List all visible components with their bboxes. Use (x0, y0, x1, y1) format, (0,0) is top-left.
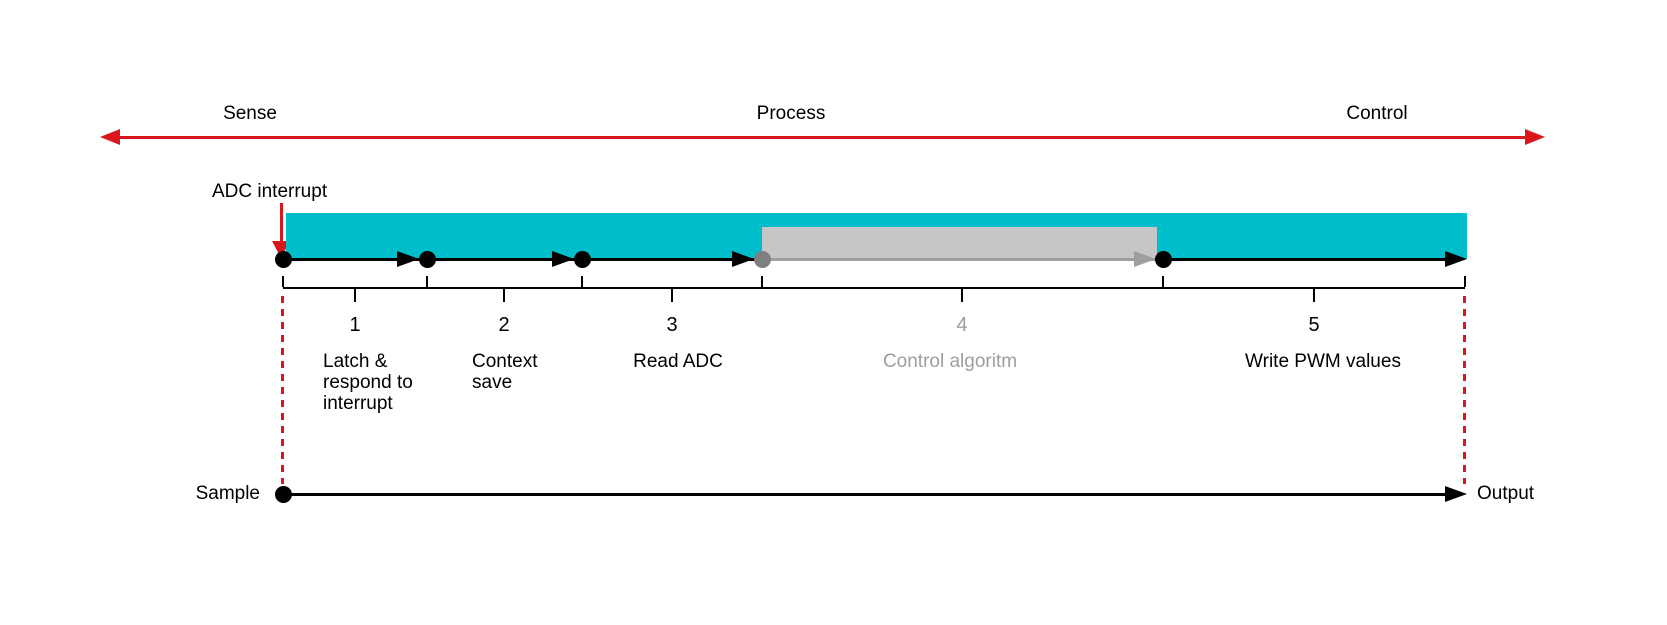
timeline-node-start (275, 251, 292, 268)
step-number-3: 3 (666, 314, 678, 336)
sample-output-line (283, 493, 1447, 496)
step-number-4: 4 (956, 314, 968, 336)
step-number-5: 5 (1308, 314, 1320, 336)
ruler-midpoint-tick (961, 289, 963, 302)
timeline-node-3-gray (754, 251, 771, 268)
step-label-4: Control algoritm (882, 351, 1018, 372)
dropline-sample (281, 296, 284, 484)
step-number-2: 2 (498, 314, 510, 336)
step-label-2: Context save (472, 351, 538, 393)
phase-axis-arrowhead-right-icon (1525, 129, 1545, 145)
ruler-line (283, 287, 1465, 289)
dropline-output (1463, 296, 1466, 484)
output-label: Output (1477, 483, 1535, 504)
ruler-boundary-tick (426, 276, 428, 287)
timeline-line-black-right (1155, 258, 1447, 261)
ruler-midpoint-tick (354, 289, 356, 302)
step-label-1: Latch & respond to interrupt (323, 351, 413, 414)
ruler-midpoint-tick (1313, 289, 1315, 302)
timeline-arrowhead-step3-icon (732, 251, 754, 267)
timeline-node-1 (419, 251, 436, 268)
ruler-midpoint-tick (503, 289, 505, 302)
timeline-node-4 (1155, 251, 1172, 268)
sample-output-arrowhead-icon (1445, 486, 1467, 502)
phase-label-sense: Sense (223, 103, 277, 124)
timeline-line-gray (762, 258, 1155, 261)
ruler-boundary-tick (282, 276, 284, 287)
timeline-arrowhead-step5-icon (1445, 251, 1467, 267)
phase-label-process: Process (756, 103, 826, 124)
ruler-boundary-tick (1464, 276, 1466, 287)
step-label-3: Read ADC (633, 351, 723, 372)
control-algorithm-bar (762, 227, 1157, 259)
step-label-5: Write PWM values (1245, 351, 1401, 372)
adc-interrupt-label: ADC interrupt (212, 181, 328, 202)
sample-label: Sample (195, 483, 260, 504)
phase-axis-arrowhead-left-icon (100, 129, 120, 145)
phase-label-control: Control (1346, 103, 1408, 124)
timeline-line-black-left (283, 258, 762, 261)
ruler-boundary-tick (1162, 276, 1164, 287)
step-number-1: 1 (349, 314, 361, 336)
ruler-boundary-tick (581, 276, 583, 287)
timeline-node-2 (574, 251, 591, 268)
timeline-arrowhead-step4-icon (1134, 251, 1156, 267)
phase-axis-line (118, 136, 1527, 139)
ruler-midpoint-tick (671, 289, 673, 302)
timeline-arrowhead-step1-icon (397, 251, 419, 267)
ruler-boundary-tick (761, 276, 763, 287)
adc-interrupt-arrow-line (280, 203, 283, 243)
timeline-arrowhead-step2-icon (552, 251, 574, 267)
